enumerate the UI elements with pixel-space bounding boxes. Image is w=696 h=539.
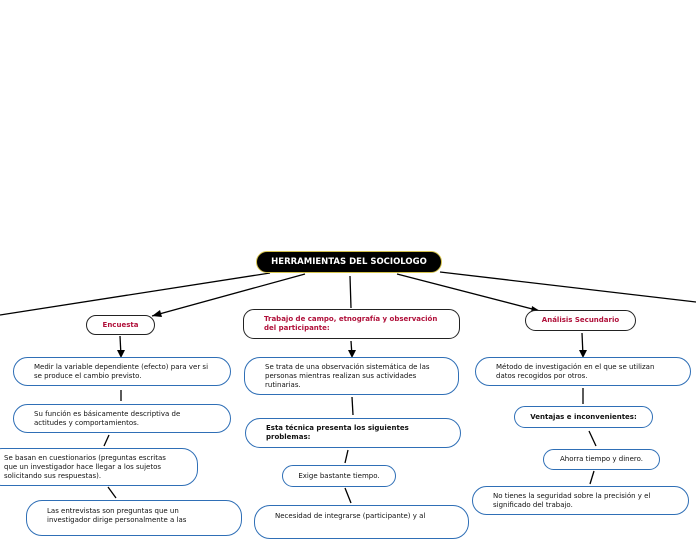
branch-secundario-label: Análisis Secundario xyxy=(541,316,620,324)
connector-lines xyxy=(0,271,696,504)
branch-campo-label: Trabajo de campo, etnografía y observaci… xyxy=(264,315,438,332)
secundario-item-1[interactable]: Método de investigación en el que se uti… xyxy=(475,357,691,386)
root-node[interactable]: HERRAMIENTAS DEL SOCIOLOGO xyxy=(256,251,442,273)
encuesta-item-4[interactable]: Las entrevistas son preguntas que un inv… xyxy=(26,500,242,536)
campo-item-3[interactable]: Exige bastante tiempo. xyxy=(282,465,396,487)
branch-analisis-secundario[interactable]: Análisis Secundario xyxy=(525,310,636,331)
campo-item-2[interactable]: Esta técnica presenta los siguientes pro… xyxy=(245,418,461,448)
secundario-item-3[interactable]: Ahorra tiempo y dinero. xyxy=(543,449,660,470)
branch-encuesta-label: Encuesta xyxy=(102,320,139,329)
secundario-item-4[interactable]: No tienes la seguridad sobre la precisió… xyxy=(472,486,689,515)
campo-item-1[interactable]: Se trata de una observación sistemática … xyxy=(244,357,459,395)
branch-trabajo-de-campo[interactable]: Trabajo de campo, etnografía y observaci… xyxy=(243,309,460,339)
encuesta-item-1[interactable]: Medir la variable dependiente (efecto) p… xyxy=(13,357,231,386)
campo-item-4[interactable]: Necesidad de integrarse (participante) y… xyxy=(254,505,469,539)
root-title: HERRAMIENTAS DEL SOCIOLOGO xyxy=(271,256,427,267)
encuesta-item-2[interactable]: Su función es básicamente descriptiva de… xyxy=(13,404,231,433)
encuesta-item-3[interactable]: Se basan en cuestionarios (preguntas esc… xyxy=(0,448,198,486)
branch-encuesta[interactable]: Encuesta xyxy=(86,315,155,335)
secundario-item-2[interactable]: Ventajas e inconvenientes: xyxy=(514,406,653,428)
